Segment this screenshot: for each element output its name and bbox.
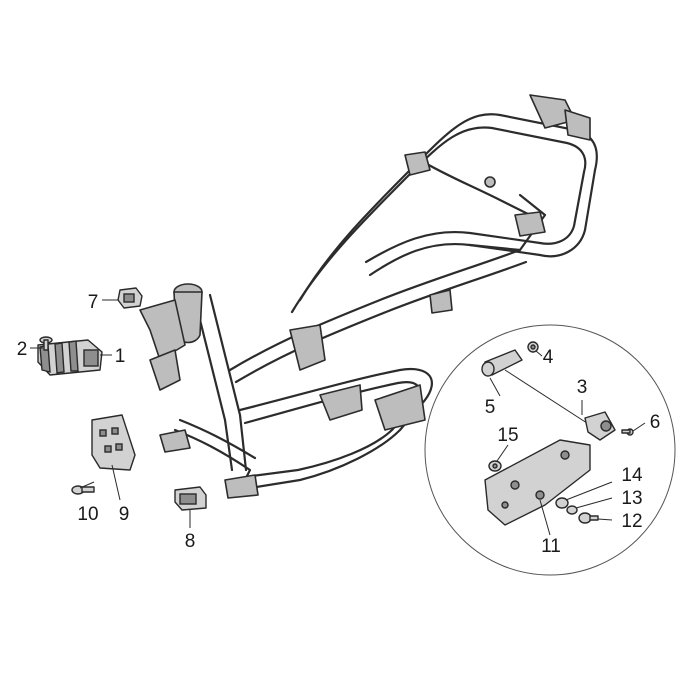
callout-4: 4 [543,347,554,368]
lower-bracket [149,349,181,391]
mounting-bracket-plate [91,414,136,471]
rear-bracket-side [564,109,591,141]
front-lower-lug [159,429,191,453]
screw-6 [621,428,634,436]
callout-numbers: 1 2 3 4 5 6 7 8 9 10 11 12 13 14 15 [17,292,661,557]
callout-11: 11 [541,536,561,557]
callout-2: 2 [17,339,28,360]
callout-8: 8 [185,531,196,552]
scooter-frame [139,94,598,499]
leader-lines [30,299,646,536]
engine-mount-right [319,384,363,421]
connector-block [174,486,207,511]
washer-15 [488,460,502,472]
tube-clamp-upper [404,151,431,176]
front-foot-bracket [224,474,259,499]
sleeve-5 [481,349,523,377]
rear-mount-plate [374,384,426,431]
tube-clamp-rear [514,211,546,237]
voltage-regulator [37,339,103,376]
callout-10: 10 [77,504,98,525]
relay-switch [117,287,143,309]
nut-4 [527,341,539,353]
frame-hole [484,176,496,188]
callout-9: 9 [119,504,130,525]
callout-1: 1 [115,346,126,367]
callout-15: 15 [497,425,518,446]
tube-clamp-mid [429,289,453,314]
support-bracket-11 [484,439,591,526]
detail-parts [481,341,634,526]
detail-view-circle [424,324,676,576]
callout-14: 14 [621,465,643,486]
washer-14 [555,497,569,509]
callout-6: 6 [650,412,661,433]
callout-13: 13 [621,488,642,509]
callout-12: 12 [621,511,642,532]
callout-7: 7 [88,292,99,313]
callout-5: 5 [485,397,496,418]
screw-small [39,336,53,351]
callout-3: 3 [577,377,588,398]
sensor-cable-3 [504,369,616,441]
engine-mount-left [289,324,326,371]
screw-12 [578,512,599,524]
washer-13 [566,505,578,515]
